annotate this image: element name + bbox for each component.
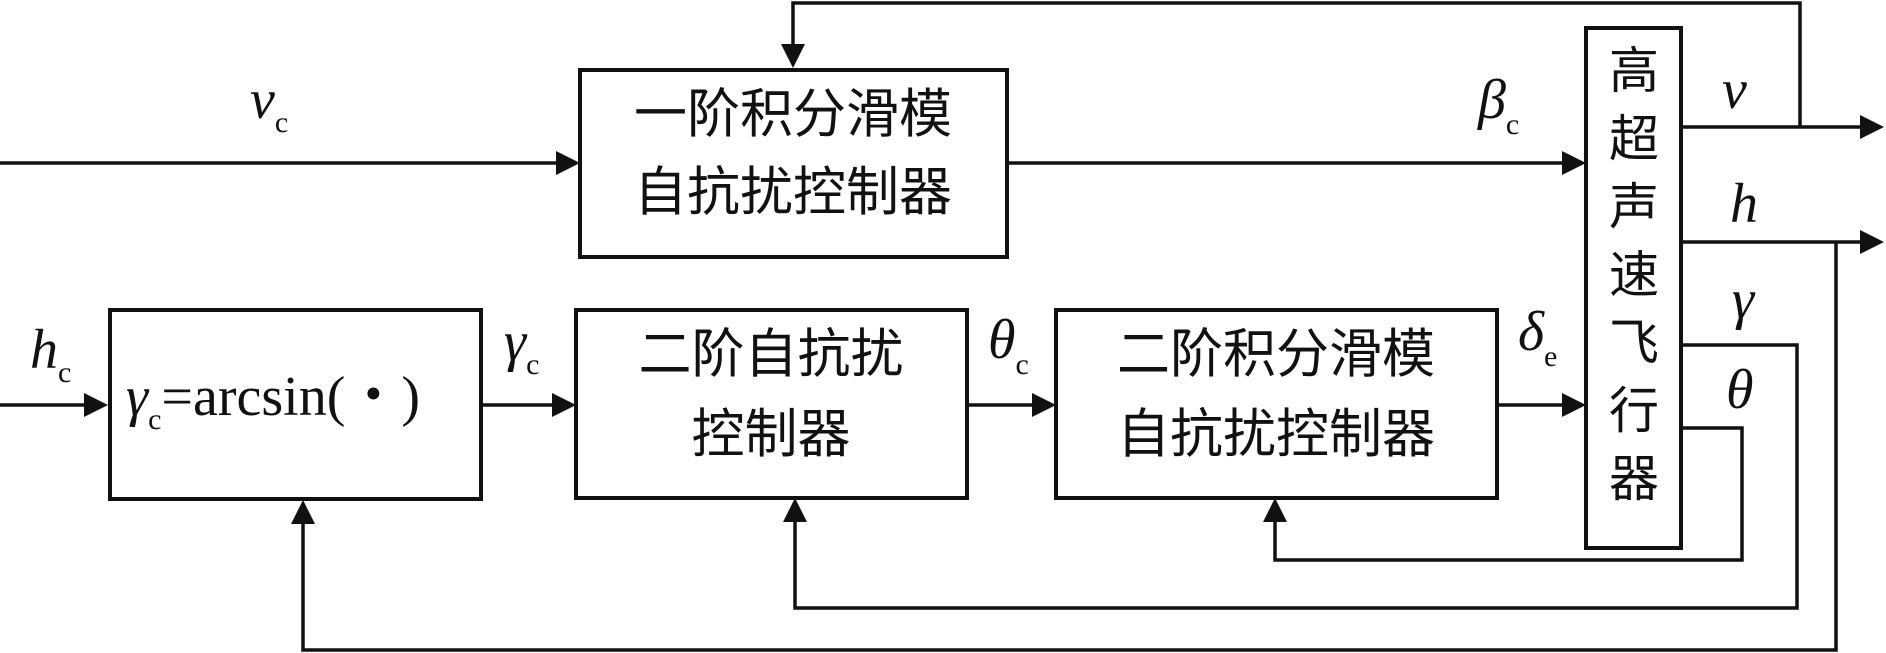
label-theta-output: θ — [1726, 359, 1754, 421]
wire-theta-feedback — [1273, 426, 1744, 562]
arrow-delta-e — [1562, 393, 1586, 417]
vehicle-char-4: 速 — [1609, 246, 1659, 304]
hypersonic-vehicle-block: 高 超 声 速 飞 行 器 — [1584, 26, 1683, 550]
arrow-theta-c — [1032, 393, 1056, 417]
label-gamma-c: γc — [504, 311, 539, 381]
wire-gamma-feedback — [793, 343, 1799, 610]
arrow-gamma-feedback — [783, 498, 807, 522]
label-theta-c: θc — [988, 309, 1029, 381]
wire-v-feedback — [791, 1, 1802, 127]
vehicle-char-5: 飞 — [1609, 314, 1659, 372]
gamma-calculator-formula: γc=arcsin(・) — [126, 366, 420, 436]
label-beta-c: βc — [1477, 69, 1519, 141]
arrow-v-feedback — [781, 44, 805, 68]
arrow-theta-feedback — [1263, 498, 1287, 522]
vehicle-char-2: 超 — [1609, 110, 1659, 168]
velocity-controller-block: 一阶积分滑模 自抗扰控制器 — [578, 68, 1009, 259]
label-h-c: hc — [30, 319, 71, 389]
gamma-calculator-block: γc=arcsin(・) — [108, 308, 483, 501]
vehicle-char-1: 高 — [1609, 42, 1659, 100]
second-order-ismc-line2: 自抗扰控制器 — [1117, 404, 1435, 465]
label-v-output: v — [1722, 59, 1747, 121]
vehicle-char-7: 器 — [1609, 450, 1659, 508]
velocity-controller-line2: 自抗扰控制器 — [634, 162, 952, 223]
label-delta-e: δe — [1518, 301, 1557, 373]
label-gamma-output: γ — [1732, 269, 1756, 331]
vehicle-char-6: 行 — [1609, 382, 1659, 440]
second-order-ismc-block: 二阶积分滑模 自抗扰控制器 — [1054, 308, 1499, 500]
arrow-vc — [556, 151, 580, 175]
vehicle-char-3: 声 — [1609, 178, 1659, 236]
velocity-controller-line1: 一阶积分滑模 — [634, 84, 952, 145]
arrow-v-output — [1860, 115, 1884, 139]
arrow-hc — [84, 393, 108, 417]
arrow-gamma-c — [552, 393, 576, 417]
second-order-adrc-line2: 控制器 — [692, 404, 851, 465]
arrow-h-output — [1860, 230, 1884, 254]
label-h-output: h — [1730, 173, 1758, 235]
arrow-h-feedback — [291, 500, 315, 524]
second-order-adrc-block: 二阶自抗扰 控制器 — [574, 308, 969, 500]
second-order-ismc-line1: 二阶积分滑模 — [1117, 324, 1435, 385]
arrow-beta-c — [1562, 151, 1586, 175]
second-order-adrc-line1: 二阶自抗扰 — [639, 324, 904, 385]
label-v-c: vc — [250, 69, 288, 139]
wire-h-feedback — [301, 242, 1838, 652]
